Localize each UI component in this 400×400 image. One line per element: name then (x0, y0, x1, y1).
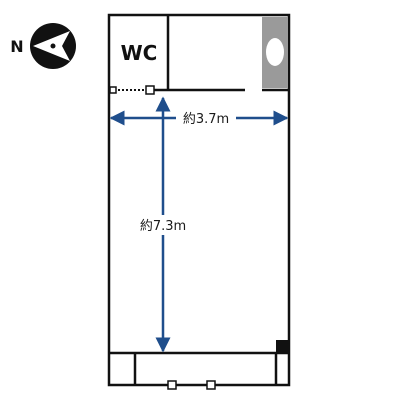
length-label: 約7.3m (140, 219, 186, 234)
length-dimension: 約7.3m (136, 96, 190, 353)
width-dimension: 約3.7m (109, 109, 289, 127)
wc-door (109, 85, 155, 95)
width-label: 約3.7m (183, 112, 229, 127)
pillar-icon (276, 340, 289, 353)
north-compass-icon: N (10, 23, 76, 69)
toilet-bowl-icon (262, 17, 288, 88)
north-label: N (10, 37, 23, 56)
entrance-area (109, 340, 289, 385)
main-door (167, 380, 216, 390)
wc-room: WC (121, 15, 289, 92)
wc-label: WC (121, 41, 158, 65)
